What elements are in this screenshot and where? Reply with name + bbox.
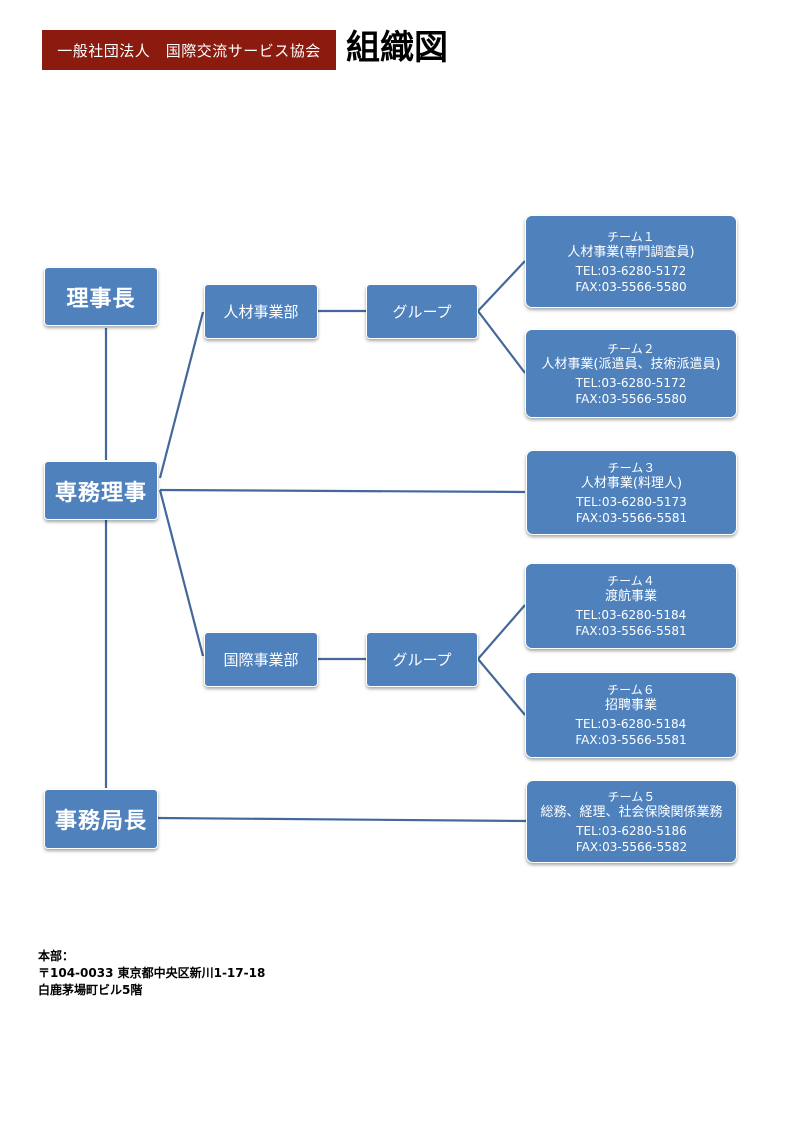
team-description: 渡航事業 — [604, 589, 657, 604]
team-fax: FAX:03-5566-5581 — [575, 733, 687, 747]
team-box-5: チーム５ 総務、経理、社会保険関係業務 TEL:03-6280-5186 FAX… — [526, 780, 737, 863]
headquarters-address-line-2: 白鹿茅場町ビル5階 — [38, 983, 143, 997]
connector-intl-group-team4 — [477, 604, 526, 660]
team-description: 総務、経理、社会保険関係業務 — [540, 804, 723, 820]
team-name: チーム２ — [607, 341, 655, 356]
organization-banner: 一般社団法人 国際交流サービス協会 — [42, 30, 336, 70]
hr-department-box: 人材事業部 — [204, 284, 318, 339]
connector-managing-intl-dept — [158, 489, 205, 657]
team-name: チーム４ — [607, 574, 655, 588]
secretary-general-box: 事務局長 — [44, 789, 158, 849]
team-fax: FAX:03-5566-5582 — [575, 839, 688, 854]
team-tel: TEL:03-6280-5184 — [575, 717, 687, 731]
team-tel: TEL:03-6280-5172 — [575, 263, 687, 278]
team-box-3: チーム３ 人材事業(料理人) TEL:03-6280-5173 FAX:03-5… — [526, 450, 737, 535]
team-name: チーム５ — [607, 789, 656, 804]
team-box-4: チーム４ 渡航事業 TEL:03-6280-5184 FAX:03-5566-5… — [525, 563, 737, 649]
headquarters-label: 本部： — [38, 949, 75, 963]
connector-managing-team3 — [159, 488, 526, 494]
hr-group-box: グループ — [366, 284, 478, 339]
team-description: 人材事業(料理人) — [580, 475, 683, 491]
connector-hr-group-team1 — [477, 260, 526, 312]
team-box-2: チーム２ 人材事業(派遣員、技術派遣員) TEL:03-6280-5172 FA… — [525, 329, 737, 418]
team-fax: FAX:03-5566-5581 — [575, 510, 688, 525]
connector-intl-group-team6 — [477, 658, 526, 716]
chairman-box: 理事長 — [44, 267, 158, 326]
team-tel: TEL:03-6280-5186 — [576, 823, 687, 838]
connector-secretary-team5 — [157, 816, 528, 823]
team-tel: TEL:03-6280-5172 — [575, 375, 687, 390]
team-box-1: チーム１ 人材事業(専門調査員) TEL:03-6280-5172 FAX:03… — [525, 215, 737, 308]
team-description: 人材事業(派遣員、技術派遣員) — [541, 356, 721, 372]
team-box-6: チーム６ 招聘事業 TEL:03-6280-5184 FAX:03-5566-5… — [525, 672, 737, 758]
team-name: チーム１ — [607, 229, 655, 244]
team-fax: FAX:03-5566-5581 — [575, 624, 687, 638]
team-tel: TEL:03-6280-5184 — [575, 608, 687, 622]
connector-managing-hr-dept — [158, 311, 205, 479]
team-fax: FAX:03-5566-5580 — [575, 391, 687, 406]
intl-group-box: グループ — [366, 632, 478, 687]
international-department-box: 国際事業部 — [204, 632, 318, 687]
team-name: チーム３ — [607, 460, 656, 475]
team-tel: TEL:03-6280-5173 — [576, 494, 687, 509]
page-title: 組織図 — [346, 28, 448, 68]
team-description: 人材事業(専門調査員) — [567, 244, 695, 260]
team-fax: FAX:03-5566-5580 — [575, 279, 687, 294]
managing-director-box: 専務理事 — [44, 461, 158, 520]
headquarters-address: 本部： 〒104-0033 東京都中央区新川1-17-18 白鹿茅場町ビル5階 — [38, 948, 265, 999]
team-name: チーム６ — [607, 683, 655, 697]
headquarters-address-line-1: 〒104-0033 東京都中央区新川1-17-18 — [38, 966, 266, 980]
team-description: 招聘事業 — [604, 698, 657, 713]
connector-hr-group-team2 — [477, 310, 526, 374]
